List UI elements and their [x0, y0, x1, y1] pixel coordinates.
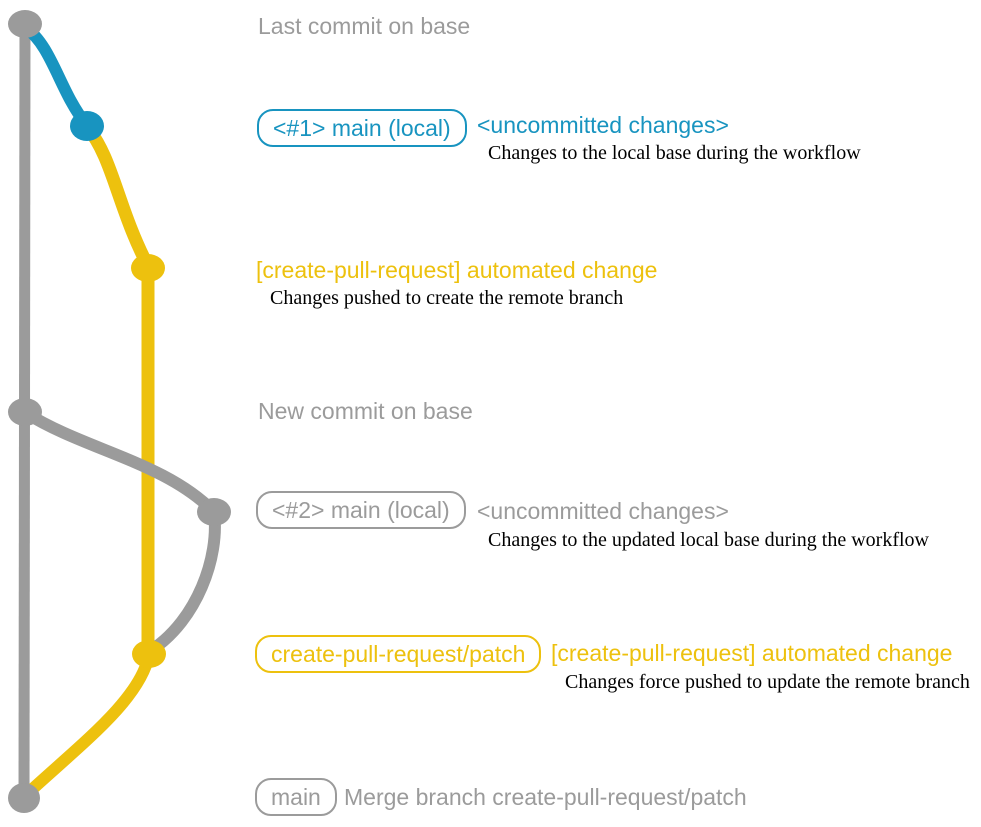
branch-badge-main: main	[255, 778, 337, 816]
desc-automated-change-1: Changes pushed to create the remote bran…	[270, 287, 624, 309]
pr-branch-line	[81, 122, 155, 652]
branch-badge-main-local-2: <#2> main (local)	[256, 491, 466, 529]
commit-dot-base-new	[8, 398, 42, 426]
commit-dot-pr-2	[132, 640, 166, 668]
branch-badge-main-local-1: <#1> main (local)	[257, 109, 467, 147]
desc-uncommitted-changes-2: Changes to the updated local base during…	[488, 529, 929, 551]
desc-automated-change-2: Changes force pushed to update the remot…	[565, 671, 970, 693]
rebased-local-branch-line	[22, 407, 221, 654]
commit-dot-base-tip	[8, 10, 42, 38]
commit-dot-merge	[8, 783, 40, 813]
heading-uncommitted-changes-2: <uncommitted changes>	[477, 498, 729, 524]
annotation-new-commit: New commit on base	[258, 398, 473, 424]
annotation-last-commit: Last commit on base	[258, 13, 471, 39]
heading-uncommitted-changes-1: <uncommitted changes>	[477, 112, 729, 138]
label-merge-branch: Merge branch create-pull-request/patch	[344, 784, 747, 810]
desc-uncommitted-changes-1: Changes to the local base during the wor…	[488, 142, 861, 164]
commit-dot-local-1	[70, 111, 104, 141]
merge-branch-line	[22, 653, 155, 799]
commit-dot-pr-1	[131, 254, 165, 282]
commit-dot-local-2	[197, 498, 231, 526]
heading-automated-change-1: [create-pull-request] automated change	[256, 257, 658, 283]
branch-badge-cpr-patch: create-pull-request/patch	[255, 635, 542, 673]
local-changes-branch-line	[22, 23, 91, 128]
heading-automated-change-2: [create-pull-request] automated change	[551, 640, 953, 666]
